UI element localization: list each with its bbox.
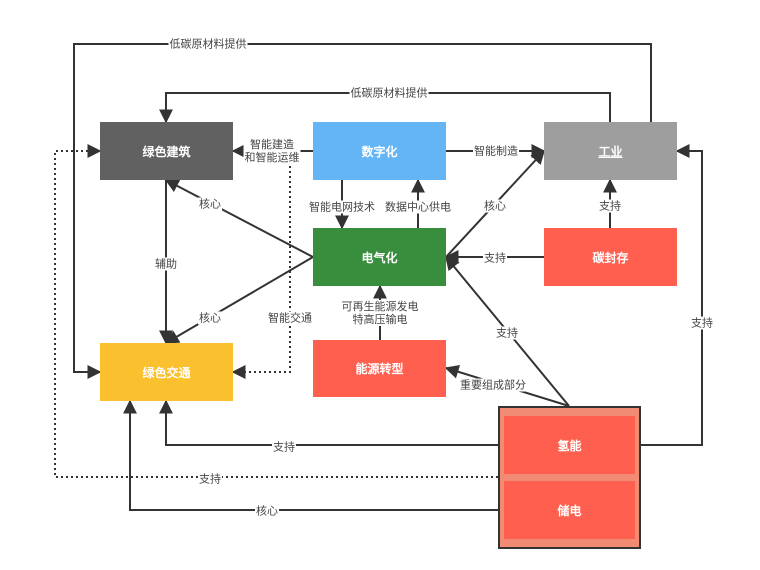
node-industry[interactable]: 工业 [544,122,677,180]
edge-label-e18: 支持 [272,440,296,454]
edge-label-e20: 核心 [255,504,279,518]
edge-label-e17: 支持 [690,316,714,330]
edge-label-e5: 智能制造 [473,144,519,158]
edge-label-e13: 支持 [483,251,507,265]
edge-label-e3: 智能建造 和智能运维 [243,138,301,164]
node-label: 数字化 [361,144,398,159]
edge-label-e19: 支持 [198,472,222,486]
edge-e8 [164,179,314,258]
edge-label-e4: 智能交通 [267,311,313,325]
edge-e4 [231,151,291,379]
edge-e20 [123,399,504,511]
node-power-storage[interactable]: 储电 [504,481,635,539]
node-label: 电气化 [361,250,398,265]
edge-e9 [164,256,314,344]
edge-label-e14: 可再生能源发电 特高压输电 [340,300,420,326]
node-digitization[interactable]: 数字化 [313,122,446,180]
edge-e19 [54,144,498,478]
edge-label-e7: 数据中心供电 [384,200,452,214]
edge-e18 [159,399,504,446]
node-electrification[interactable]: 电气化 [313,228,446,286]
node-label: 工业 [598,144,623,159]
edge-label-e16: 重要组成部分 [459,378,527,392]
node-hydrogen[interactable]: 氢能 [504,416,635,474]
edge-label-e6: 智能电网技术 [308,200,376,214]
node-label: 氢能 [557,438,582,453]
edge-label-e11: 辅助 [154,257,178,271]
edge-label-e15: 支持 [495,326,519,340]
edge-e1 [73,43,652,379]
edge-label-e9: 核心 [198,311,222,325]
edge-label-e10: 核心 [483,199,507,213]
node-label: 绿色交通 [142,365,191,380]
node-green-transport[interactable]: 绿色交通 [100,343,233,401]
node-label: 储电 [557,503,582,518]
edge-label-e1: 低碳原材料提供 [168,37,248,51]
node-label: 能源转型 [355,362,404,376]
node-label: 绿色建筑 [142,144,191,159]
edge-e17 [636,144,703,446]
edge-label-e2: 低碳原材料提供 [349,86,429,100]
edge-label-e8: 核心 [198,197,222,211]
edge-label-e12: 支持 [598,199,622,213]
node-label: 碳封存 [592,250,629,265]
node-energy-transition[interactable]: 能源转型 [313,340,446,397]
node-green-building[interactable]: 绿色建筑 [100,122,233,180]
node-carbon-storage[interactable]: 碳封存 [544,228,677,286]
